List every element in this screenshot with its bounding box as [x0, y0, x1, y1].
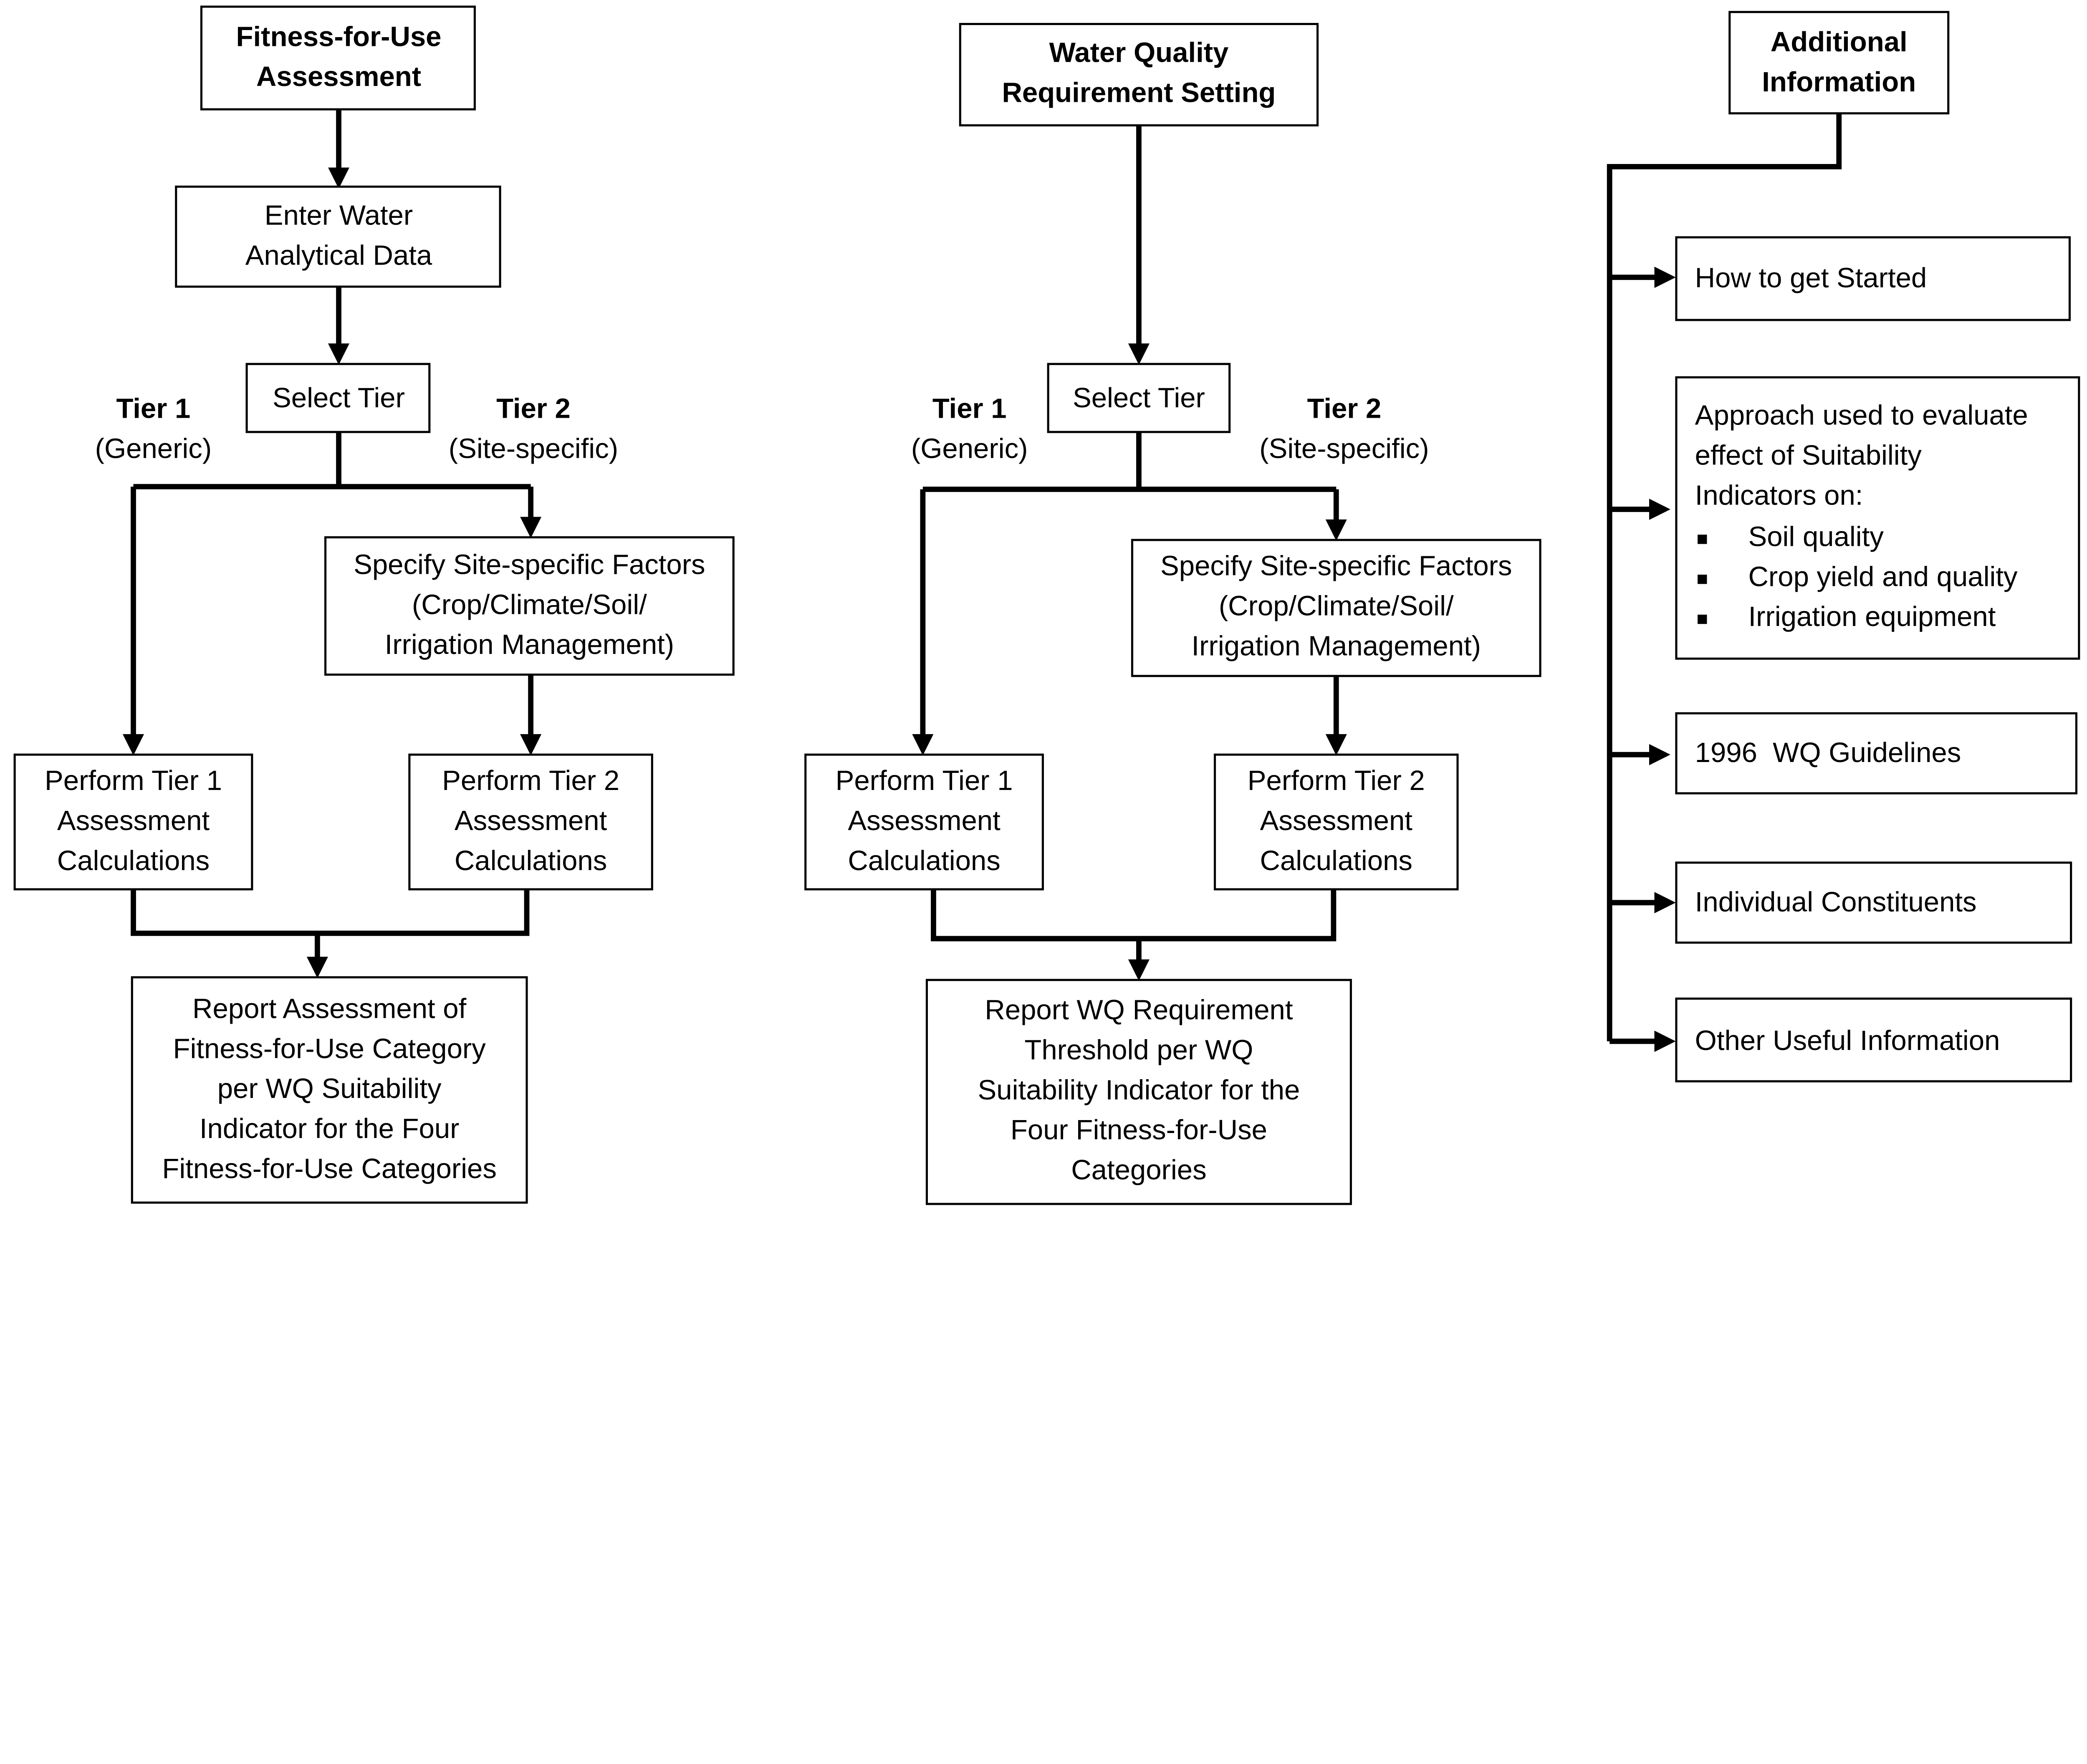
connector [1607, 113, 1842, 1042]
box-text: Perform Tier 1 [836, 765, 1013, 796]
box-text: Indicators on: [1695, 479, 1863, 511]
box-text: Specify Site-specific Factors [354, 549, 705, 580]
box-text: Calculations [848, 845, 1000, 876]
tier1-label: Tier 1 [116, 393, 191, 424]
box-text: Assessment [848, 805, 1001, 836]
perform-tier1-box: Perform Tier 1 Assessment Calculations [13, 753, 253, 891]
bullet-text: Irrigation equipment [1748, 601, 1996, 632]
select-tier-box: Select Tier [245, 363, 431, 433]
box-text: (Crop/Climate/Soil/ [412, 589, 647, 620]
report-box: Report WQ Requirement Threshold per WQ S… [925, 979, 1352, 1205]
how-to-get-started-box[interactable]: How to get Started [1675, 236, 2071, 321]
box-text: Water Quality [1049, 37, 1228, 68]
box-text: Perform Tier 2 [1248, 765, 1425, 796]
box-text[interactable]: How to get Started [1695, 262, 1927, 294]
approach-box[interactable]: Approach used to evaluate effect of Suit… [1675, 376, 2080, 660]
bullet-icon [1698, 535, 1707, 544]
perform-tier2-box: Perform Tier 2 Assessment Calculations [408, 753, 653, 891]
box-text: Categories [1071, 1154, 1206, 1186]
box-text: (Crop/Climate/Soil/ [1219, 591, 1454, 622]
connector [922, 432, 1337, 492]
tier1-sub: (Generic) [95, 433, 212, 464]
box-text: Report WQ Requirement [985, 994, 1293, 1026]
box-text: Perform Tier 2 [442, 765, 619, 796]
bullet-text: Crop yield and quality [1748, 561, 2018, 592]
box-text: Perform Tier 1 [45, 765, 222, 796]
fitness-title-line: Assessment [256, 61, 421, 92]
box-text: effect of Suitability [1695, 440, 1922, 471]
perform-tier1-box: Perform Tier 1 Assessment Calculations [804, 753, 1044, 891]
additional-title-box: Additional Information [1728, 11, 1950, 115]
fitness-title-line: Fitness-for-Use [236, 21, 442, 52]
additional-information-column: Additional Information How to get Starte… [1607, 11, 2080, 1083]
box-text[interactable]: 1996 WQ Guidelines [1695, 737, 1961, 768]
box-text: Additional [1771, 26, 1908, 58]
box-text: Indicator for the Four [200, 1113, 460, 1144]
tier1-sub: (Generic) [911, 433, 1028, 464]
box-text: Assessment [1260, 805, 1413, 836]
box-text: Threshold per WQ [1024, 1034, 1253, 1065]
box-text: Suitability Indicator for the [978, 1074, 1300, 1105]
box-text: Assessment [455, 805, 607, 836]
connector [931, 889, 1337, 941]
box-text: Calculations [1260, 845, 1412, 876]
box-text: Enter Water [265, 199, 413, 231]
box-text: per WQ Suitability [217, 1073, 442, 1104]
box-text: Assessment [57, 805, 210, 836]
box-text: Select Tier [1073, 382, 1205, 414]
box-text: Requirement Setting [1002, 77, 1276, 109]
wq-guidelines-box[interactable]: 1996 WQ Guidelines [1675, 712, 2077, 795]
box-text: Approach used to evaluate [1695, 400, 2028, 431]
box-text: Four Fitness-for-Use [1011, 1114, 1267, 1146]
connector [131, 889, 530, 936]
requirement-title-box: Water Quality Requirement Setting [959, 23, 1319, 126]
box-text[interactable]: Other Useful Information [1695, 1025, 2000, 1056]
box-text: Fitness-for-Use Categories [162, 1153, 496, 1184]
fitness-for-use-column: Fitness-for-Use Assessment Enter Water A… [13, 5, 735, 1204]
box-text: Analytical Data [245, 240, 432, 271]
box-text[interactable]: Individual Constituents [1695, 886, 1977, 918]
connector [133, 432, 531, 490]
site-factors-box: Specify Site-specific Factors (Crop/Clim… [324, 536, 735, 676]
box-text: Report Assessment of [192, 993, 467, 1024]
bullet-icon [1698, 614, 1707, 624]
tier2-label: Tier 2 [1307, 393, 1382, 424]
box-text: Irrigation Management) [1192, 630, 1481, 661]
flowchart: Fitness-for-Use Assessment Enter Water A… [13, 5, 2080, 1205]
enter-data-box: Enter Water Analytical Data [175, 185, 501, 288]
box-text: Calculations [57, 845, 210, 876]
box-text: Fitness-for-Use Category [173, 1033, 486, 1064]
fitness-title-box: Fitness-for-Use Assessment [200, 5, 476, 111]
bullet-icon [1698, 574, 1707, 584]
box-text: Information [1762, 66, 1916, 98]
box-text: Calculations [455, 845, 607, 876]
report-box: Report Assessment of Fitness-for-Use Cat… [131, 976, 528, 1204]
perform-tier2-box: Perform Tier 2 Assessment Calculations [1213, 753, 1459, 891]
box-text: Irrigation Management) [385, 629, 674, 660]
site-factors-box: Specify Site-specific Factors (Crop/Clim… [1131, 539, 1541, 677]
other-useful-information-box[interactable]: Other Useful Information [1675, 997, 2072, 1083]
tier2-sub: (Site-specific) [449, 433, 618, 464]
tier2-label: Tier 2 [496, 393, 571, 424]
box-text: Select Tier [273, 382, 405, 414]
individual-constituents-box[interactable]: Individual Constituents [1675, 861, 2072, 944]
tier2-sub: (Site-specific) [1259, 433, 1429, 464]
box-text: Specify Site-specific Factors [1160, 550, 1512, 582]
select-tier-box: Select Tier [1047, 363, 1231, 433]
bullet-text: Soil quality [1748, 521, 1884, 552]
tier1-label: Tier 1 [932, 393, 1007, 424]
requirement-setting-column: Water Quality Requirement Setting Select… [804, 23, 1541, 1205]
